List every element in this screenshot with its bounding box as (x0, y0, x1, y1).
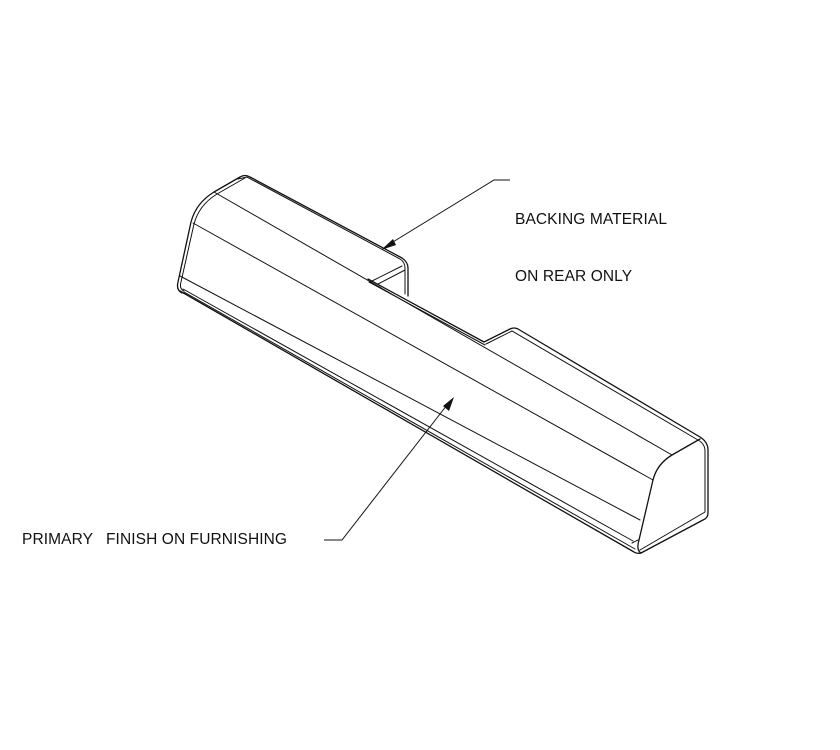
top-rear-edge-left (239, 174, 409, 297)
right-end-cap-bottom-segment (631, 539, 639, 544)
primary-finish-callout: PRIMARY FINISH ON FURNISHING (22, 531, 288, 548)
arrowhead-icon (443, 397, 454, 411)
notch-rear-edge (367, 278, 485, 343)
furnishing-body (176, 174, 709, 554)
backing-material-callout: BACKING MATERIAL ON REAR ONLY (515, 172, 667, 305)
face-line-4 (182, 288, 634, 542)
left-end-profile (176, 191, 215, 294)
face-line-1 (213, 191, 673, 456)
left-top-front-edge (213, 176, 241, 193)
right-raised-edge-inner (485, 330, 706, 551)
backing-callout-line1: BACKING MATERIAL (515, 211, 668, 228)
bottom-front-edge (179, 290, 642, 554)
face-line-2 (192, 222, 654, 481)
left-top-front-edge-inner (216, 177, 246, 195)
bottom-front-edge-inner (183, 291, 636, 550)
right-end-profile (637, 438, 701, 554)
notch-floor-line-2 (377, 269, 406, 285)
top-rear-edge-left-inner (237, 176, 406, 295)
arrowhead-icon (381, 239, 396, 250)
backing-leader (381, 179, 510, 250)
notch-floor-line-1 (369, 265, 403, 283)
backing-callout-line2: ON REAR ONLY (515, 268, 633, 285)
right-raised-edge (483, 327, 709, 554)
primary-leader (324, 397, 454, 541)
left-end-profile-inner (179, 193, 218, 292)
face-line-3 (179, 275, 641, 521)
